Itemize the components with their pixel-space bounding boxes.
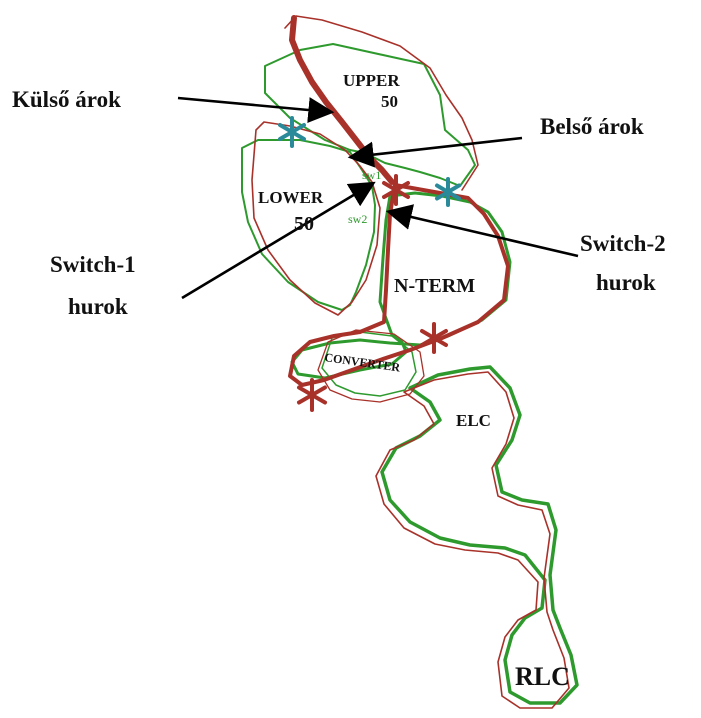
switch1-label-line1: Switch-1 [50,252,136,277]
sw2-label: sw2 [348,212,367,226]
switch2-label-line2: hurok [596,270,656,295]
switch1-arrow [181,181,376,300]
elc-label: ELC [456,411,491,430]
elc-rlc-green-outline [380,365,579,705]
kulso-arok-label: Külső árok [12,87,121,112]
lower50-label-line1: LOWER [258,188,324,207]
domain-labels: UPPER 50 LOWER 50 sw1 sw2 N-TERM CONVERT… [258,71,570,691]
red-star-icon [297,378,327,412]
star-markers [278,116,461,412]
teal-star-icon [278,116,306,148]
belso-arok-label: Belső árok [540,114,644,139]
switch2-arrow [385,204,579,258]
lower50-red-outline [251,121,381,316]
red-star-icon [420,322,448,354]
teal-star-icon [435,177,461,207]
upper50-label-line1: UPPER [343,71,400,90]
nterm-label: N-TERM [394,275,475,297]
converter-red-outline [317,329,425,403]
red-star-icon [382,174,410,206]
green-outline-group [241,43,579,705]
kulso-arok-arrow [177,96,335,123]
upper50-green-outline [264,43,476,187]
belso-arok-arrow [347,136,523,168]
sw1-label: sw1 [362,168,381,182]
rlc-label: RLC [515,662,570,691]
elc-rlc-red-outline [375,371,570,709]
lower50-label-line2: 50 [294,213,314,235]
red-outline-group [251,15,570,709]
switch2-label-line1: Switch-2 [580,231,666,256]
lower50-green-outline [241,139,376,311]
switch1-label-line2: hurok [68,294,128,319]
outer-groove-path [289,15,395,185]
annotation-labels: Külső árok Belső árok Switch-1 hurok Swi… [12,87,666,319]
annotation-arrows [177,96,579,300]
nterm-red-outline [288,183,510,387]
upper50-red-outline [284,15,479,191]
upper50-label-line2: 50 [381,92,398,111]
